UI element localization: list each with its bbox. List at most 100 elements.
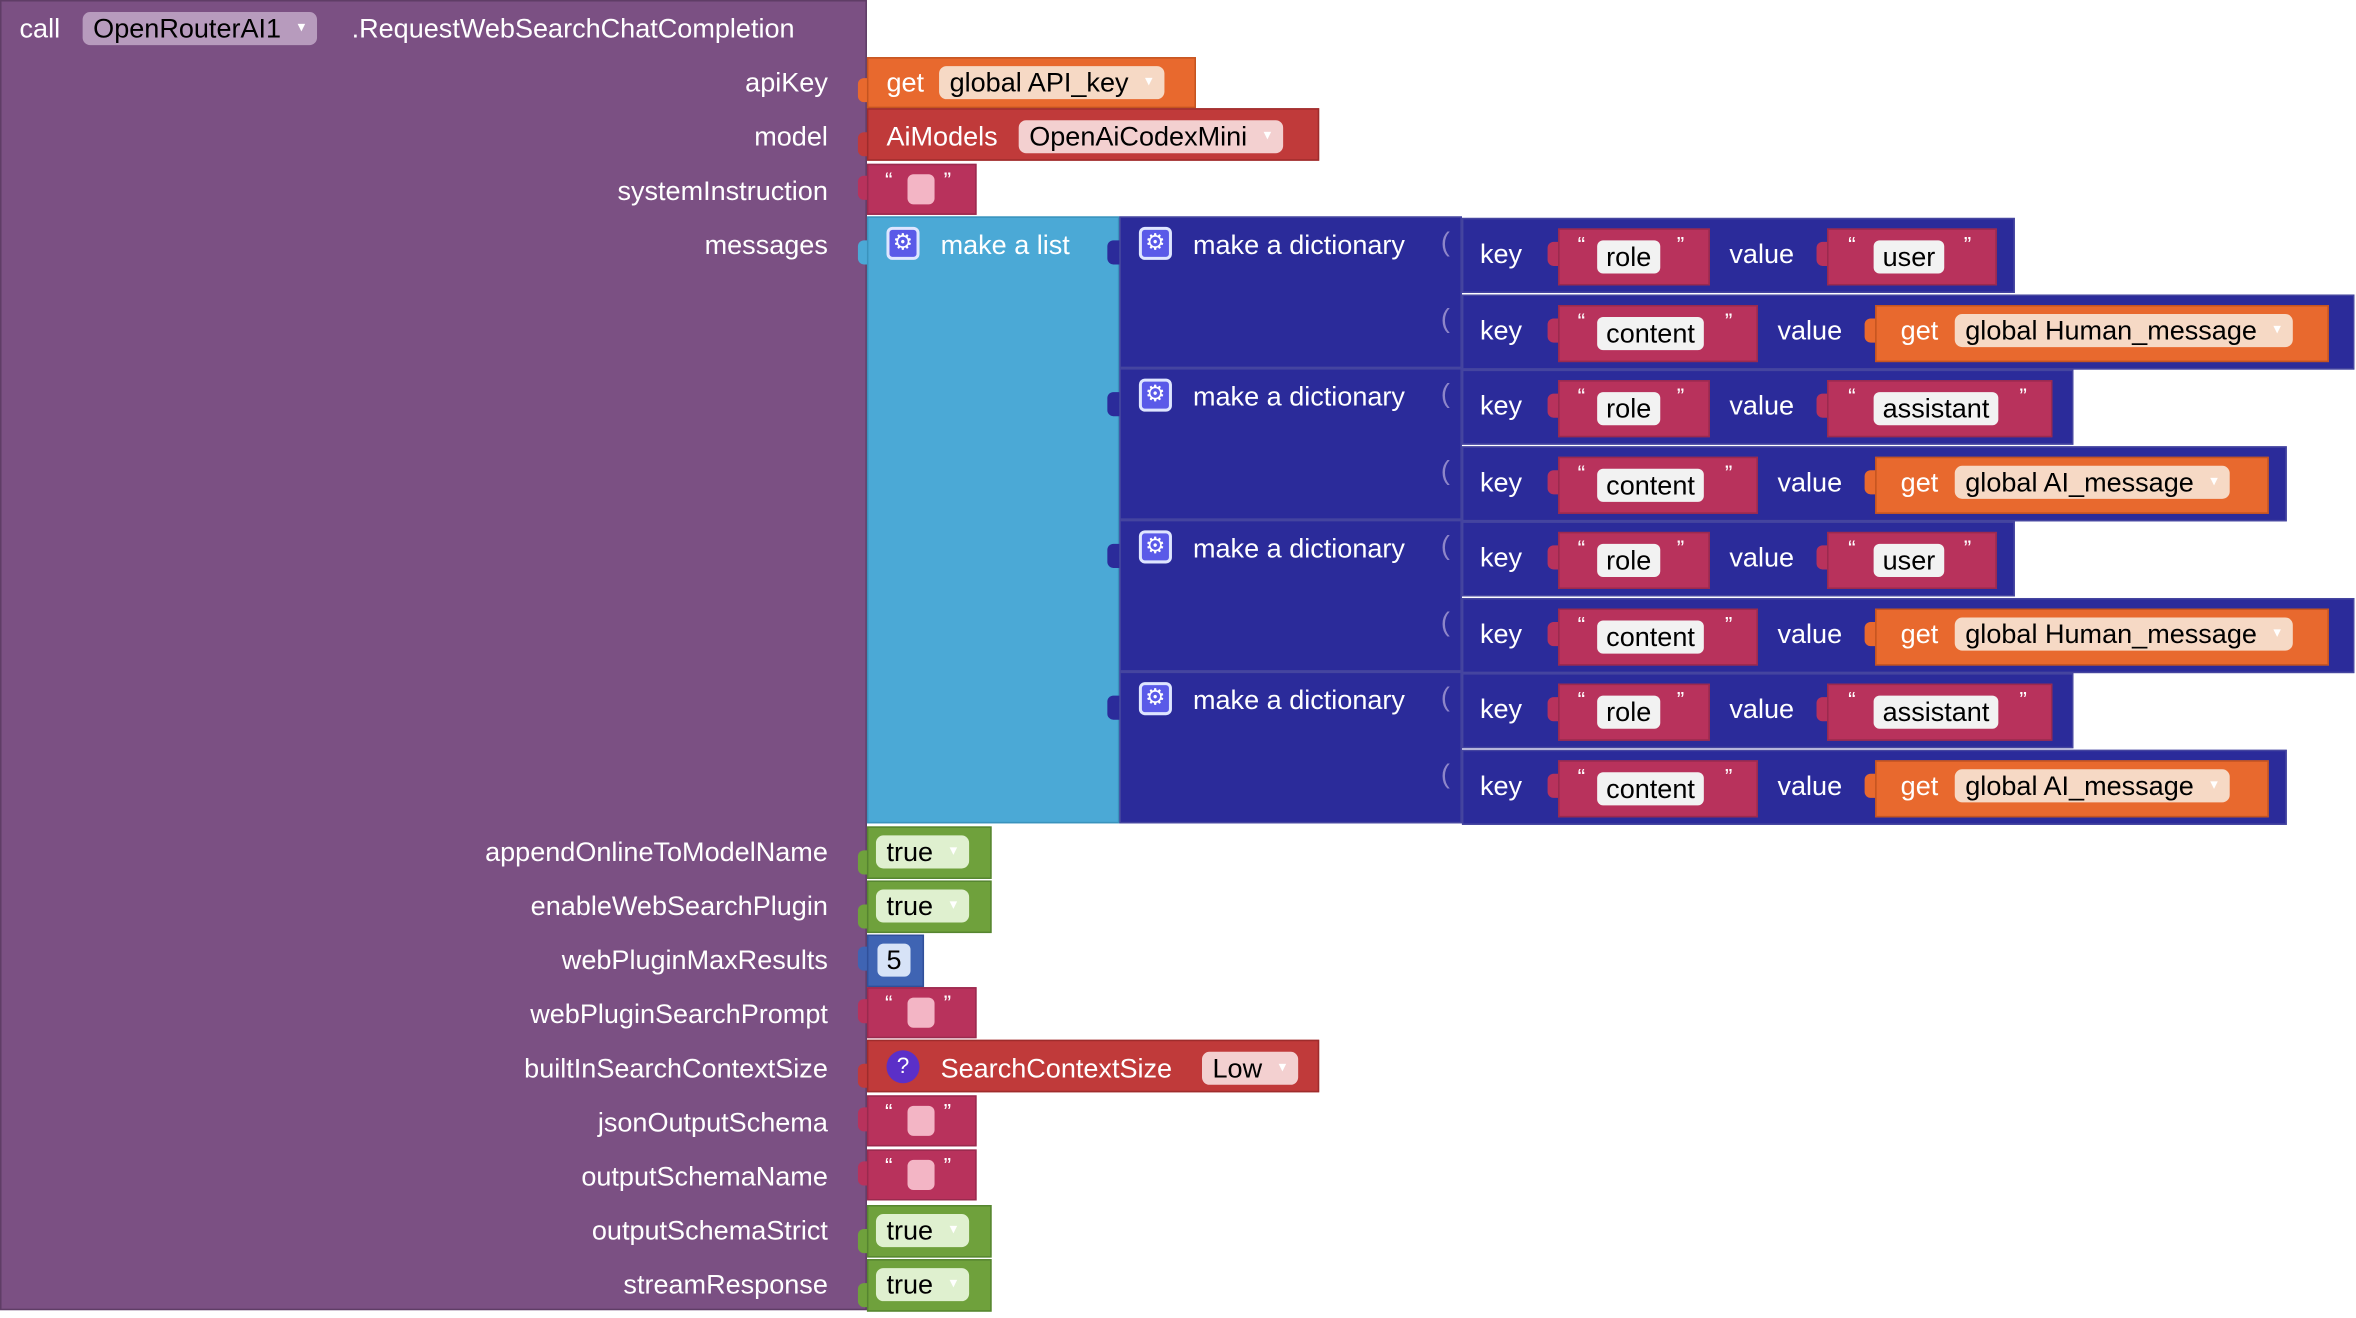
socket-connector — [1816, 393, 1829, 418]
list-mutator-gear-icon[interactable]: ⚙ — [886, 226, 920, 260]
key-text-field[interactable]: content — [1597, 772, 1704, 806]
pair-socket-bracket: ( — [1440, 378, 1450, 409]
dictionary-mutator-gear-icon[interactable]: ⚙ — [1138, 682, 1172, 716]
output-schema-name-text-block-empty-field[interactable] — [907, 1159, 935, 1190]
socket-connector — [1547, 318, 1560, 343]
component-dropdown[interactable]: OpenRouterAI1▾ — [82, 12, 318, 46]
key-text-field[interactable]: role — [1597, 695, 1661, 729]
key-label: key — [1479, 770, 1523, 801]
enable-web-search-true-block-dropdown-value: true — [886, 890, 934, 922]
value-label: value — [1729, 238, 1795, 269]
pair-socket-bracket: ( — [1440, 226, 1450, 257]
value-label: value — [1777, 315, 1843, 346]
variable-name-dropdown[interactable]: global AI_message▾ — [1954, 465, 2230, 499]
open-quote-icon: “ — [884, 1153, 893, 1180]
socket-label-builtInSearchContextSize: builtInSearchContextSize — [524, 1053, 828, 1084]
open-quote-icon: “ — [1577, 764, 1586, 791]
close-quote-icon: ” — [1676, 536, 1685, 562]
key-text-block[interactable] — [1558, 608, 1758, 666]
socket-label-appendOnlineToModelName: appendOnlineToModelName — [485, 836, 828, 867]
number-block[interactable] — [866, 934, 925, 988]
make-a-dictionary-block[interactable] — [1119, 368, 1462, 520]
method-name: .RequestWebSearchChatCompletion — [351, 13, 795, 44]
make-a-dictionary-block[interactable] — [1119, 519, 1462, 672]
search-context-size-dropdown[interactable]: Low▾ — [1202, 1051, 1299, 1085]
key-text-field[interactable]: content — [1597, 317, 1704, 351]
dropdown-arrow-icon: ▾ — [2273, 321, 2281, 339]
make-a-dictionary-block[interactable] — [1119, 216, 1462, 369]
socket-connector — [1816, 545, 1829, 570]
dictionary-mutator-gear-icon[interactable]: ⚙ — [1138, 226, 1172, 260]
value-text-field[interactable]: assistant — [1873, 695, 1999, 729]
search-context-size-dropdown-value: Low — [1212, 1053, 1263, 1084]
value-text-field[interactable]: assistant — [1873, 392, 1999, 426]
dropdown-arrow-icon: ▾ — [1144, 73, 1153, 91]
socket-connector — [1816, 241, 1829, 266]
get-label: get — [1900, 467, 1939, 498]
output-schema-strict-true-block-dropdown[interactable]: true▾ — [875, 1214, 970, 1248]
dropdown-arrow-icon: ▾ — [949, 842, 958, 860]
pair-socket-bracket: ( — [1440, 303, 1450, 334]
api-key-variable-dropdown[interactable]: global API_key ▾ — [939, 66, 1165, 100]
socket-label-model: model — [754, 121, 828, 152]
pair-socket-bracket: ( — [1440, 607, 1450, 638]
dictionary-mutator-gear-icon[interactable]: ⚙ — [1138, 530, 1172, 564]
dropdown-arrow-icon: ▾ — [2273, 625, 2281, 642]
close-quote-icon: ” — [2019, 384, 2027, 411]
web-plugin-search-prompt-text-block-empty-field[interactable] — [907, 997, 935, 1028]
socket-label-webPluginSearchPrompt: webPluginSearchPrompt — [530, 999, 828, 1030]
make-a-dictionary-label: make a dictionary — [1192, 685, 1405, 716]
value-text-field[interactable]: user — [1873, 240, 1945, 274]
variable-name-dropdown[interactable]: global AI_message▾ — [1954, 769, 2230, 803]
open-quote-icon: “ — [1577, 688, 1586, 714]
append-online-true-block-dropdown[interactable]: true ▾ — [875, 835, 970, 869]
variable-name-dropdown[interactable]: global Human_message ▾ — [1954, 314, 2294, 348]
socket-connector — [1547, 697, 1560, 722]
open-quote-icon: “ — [1577, 536, 1586, 562]
value-label: value — [1777, 770, 1843, 801]
socket-connector — [1107, 543, 1120, 568]
make-a-list-block[interactable] — [866, 216, 1120, 824]
json-output-schema-text-block-empty-field[interactable] — [907, 1105, 935, 1136]
key-text-field[interactable]: content — [1597, 468, 1704, 502]
value-text-field[interactable]: user — [1873, 543, 1945, 577]
socket-label-systemInstruction: systemInstruction — [617, 175, 828, 206]
make-a-dictionary-label: make a dictionary — [1192, 381, 1405, 412]
open-quote-icon: “ — [884, 991, 893, 1018]
variable-name-dropdown-value: global Human_message — [1965, 315, 2257, 346]
web-plugin-search-prompt-text-block[interactable] — [866, 987, 977, 1039]
system-instruction-text-block-empty-field[interactable] — [907, 174, 935, 205]
max-results-number-field[interactable]: 5 — [877, 943, 911, 977]
open-quote-icon: “ — [884, 168, 893, 194]
socket-connector — [1547, 470, 1560, 495]
key-text-field[interactable]: content — [1597, 620, 1704, 654]
close-quote-icon: ” — [1963, 232, 1972, 259]
model-value-dropdown[interactable]: OpenAiCodexMini▾ — [1018, 120, 1284, 154]
key-text-field[interactable]: role — [1597, 240, 1661, 274]
dictionary-mutator-gear-icon[interactable]: ⚙ — [1138, 378, 1172, 412]
dropdown-arrow-icon: ▾ — [949, 1275, 958, 1293]
key-text-field[interactable]: role — [1597, 543, 1661, 577]
key-label: key — [1479, 467, 1523, 498]
stream-response-true-block-dropdown[interactable]: true▾ — [875, 1268, 970, 1302]
api-key-variable-dropdown-value: global API_key — [949, 67, 1129, 98]
socket-label-enableWebSearchPlugin: enableWebSearchPlugin — [530, 890, 828, 922]
variable-name-dropdown[interactable]: global Human_message▾ — [1954, 617, 2294, 651]
key-text-field[interactable]: role — [1597, 392, 1661, 426]
append-online-true-block-dropdown-value: true — [886, 836, 934, 867]
socket-label-streamResponse: streamResponse — [623, 1269, 828, 1300]
socket-label-apiKey: apiKey — [745, 67, 828, 98]
make-a-dictionary-block[interactable] — [1119, 671, 1462, 824]
dropdown-arrow-icon: ▾ — [2210, 776, 2218, 794]
call-method-block[interactable] — [0, 0, 867, 1311]
socket-label-messages: messages — [704, 229, 828, 260]
dropdown-arrow-icon: ▾ — [297, 19, 306, 37]
pair-socket-bracket: ( — [1440, 455, 1450, 486]
dropdown-arrow-icon: ▾ — [949, 896, 958, 914]
pair-socket-bracket: ( — [1440, 758, 1450, 789]
enable-web-search-true-block-dropdown[interactable]: true ▾ — [875, 889, 970, 923]
socket-label-webPluginMaxResults: webPluginMaxResults — [561, 945, 828, 976]
close-quote-icon: ” — [1963, 536, 1972, 562]
question-mark-icon[interactable]: ? — [886, 1050, 920, 1084]
